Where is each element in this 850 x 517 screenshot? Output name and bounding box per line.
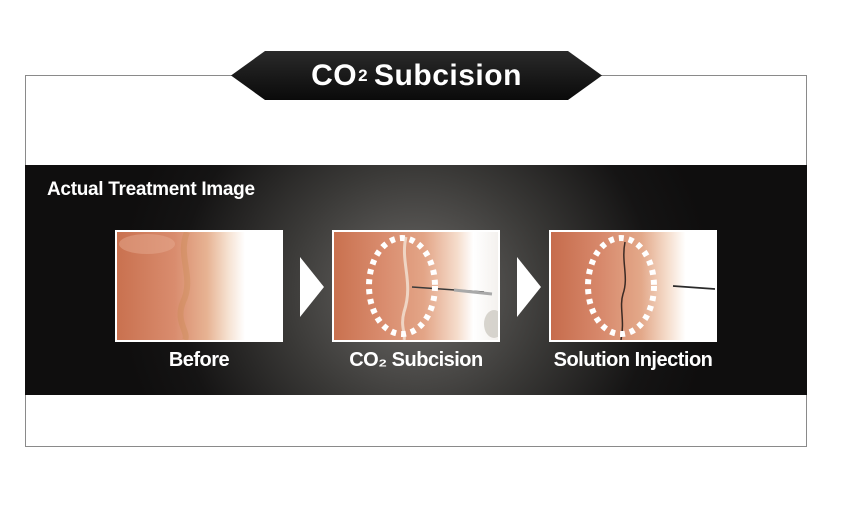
injection-photo — [549, 230, 717, 342]
title-prefix: CO — [311, 58, 358, 92]
title-badge-shape — [231, 51, 602, 100]
arrow-right-icon — [517, 257, 541, 317]
subcision-photo — [332, 230, 500, 342]
caption-injection: Solution Injection — [553, 349, 713, 371]
arrow-right-icon — [300, 257, 324, 317]
before-photo — [115, 230, 283, 342]
title-suffix: Subcision — [374, 58, 522, 92]
title-subscript: 2 — [358, 65, 369, 85]
caption-before: Before — [168, 349, 230, 371]
panel-title: Actual Treatment Image — [47, 179, 255, 200]
caption-subcision: CO₂ Subcision — [349, 349, 483, 371]
treatment-panel: Actual Treatment Image — [25, 165, 807, 395]
